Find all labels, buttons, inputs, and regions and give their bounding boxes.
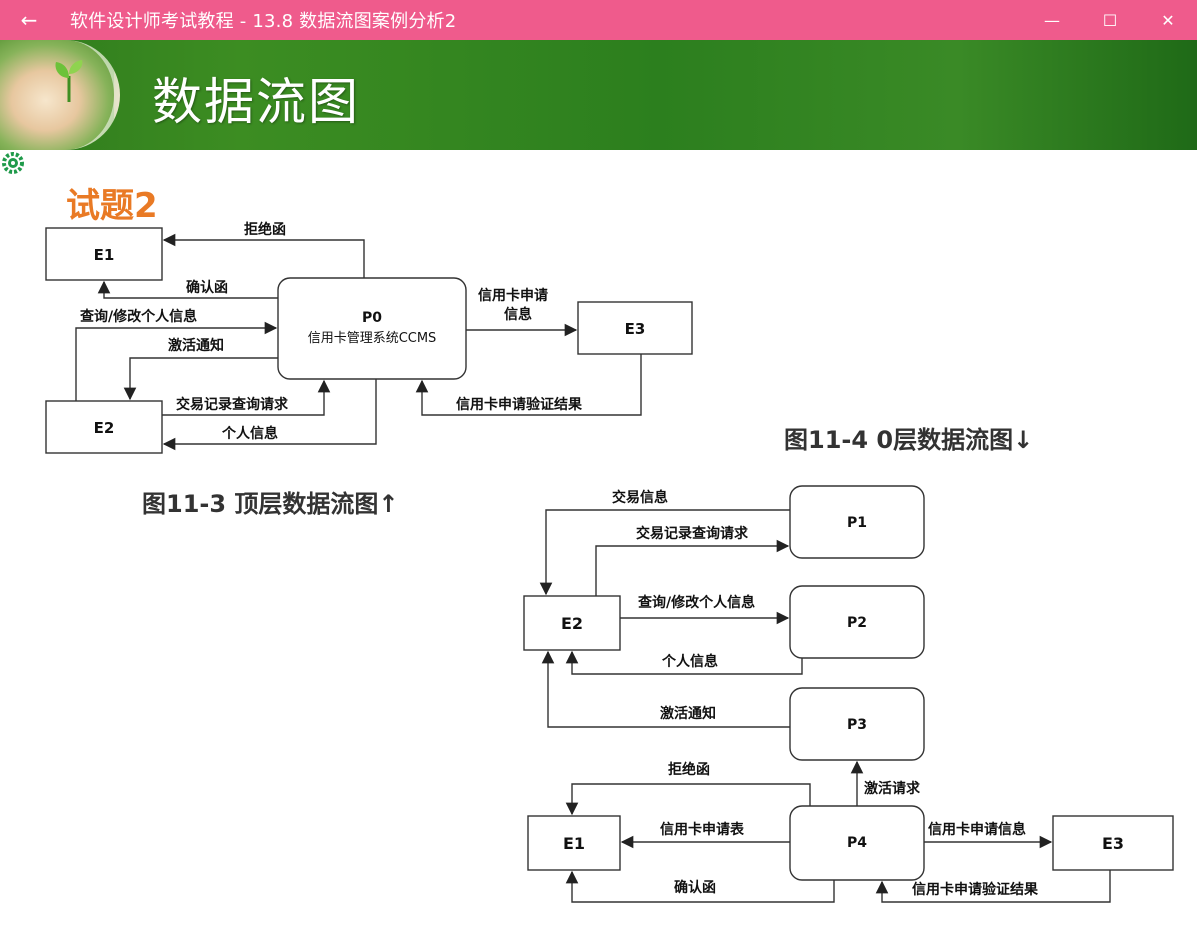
svg-text:E1: E1 bbox=[563, 834, 585, 853]
fig2-label-txn-query: 交易记录查询请求 bbox=[636, 525, 749, 542]
figure2-caption: 图11-4 0层数据流图↓ bbox=[784, 426, 1034, 454]
fig1-label-activate: 激活通知 bbox=[168, 337, 224, 354]
fig2-label-activate-notice: 激活通知 bbox=[660, 705, 716, 722]
fig2-flow-confirm bbox=[565, 870, 835, 903]
fig1-entity-e1: E1 bbox=[45, 227, 163, 281]
fig1-label-query-modify: 查询/修改个人信息 bbox=[80, 308, 197, 325]
svg-text:E2: E2 bbox=[561, 614, 583, 633]
svg-text:E2: E2 bbox=[94, 419, 115, 437]
fig1-flow-personal-info bbox=[162, 379, 377, 451]
slide-content: 试题2 E1 E2 E3 P0 信用卡管 bbox=[0, 150, 1197, 937]
fig1-flow-activate bbox=[123, 357, 278, 401]
fig2-label-apply-verify: 信用卡申请验证结果 bbox=[912, 881, 1039, 898]
fig2-entity-e3: E3 bbox=[1052, 815, 1174, 871]
fig2-label-reject: 拒绝函 bbox=[668, 761, 710, 778]
fig2-flow-activate-notice bbox=[541, 650, 790, 728]
svg-text:信用卡管理系统CCMS: 信用卡管理系统CCMS bbox=[308, 331, 437, 346]
fig1-entity-e3: E3 bbox=[577, 301, 693, 355]
fig1-label-personal-info: 个人信息 bbox=[221, 425, 278, 442]
close-button[interactable]: ✕ bbox=[1161, 10, 1175, 30]
fig1-flow-reject bbox=[162, 233, 365, 278]
fig2-label-apply-form: 信用卡申请表 bbox=[660, 821, 745, 838]
fig1-entity-e2: E2 bbox=[45, 400, 163, 454]
window-title: 软件设计师考试教程 - 13.8 数据流图案例分析2 bbox=[70, 11, 457, 32]
svg-text:E3: E3 bbox=[625, 320, 646, 338]
fig2-label-personal-info: 个人信息 bbox=[661, 653, 718, 670]
back-button[interactable]: ← bbox=[20, 8, 38, 32]
fig1-label-apply-info-2: 信息 bbox=[504, 306, 532, 323]
minimize-button[interactable]: — bbox=[1044, 10, 1060, 30]
hands-sprout-image bbox=[0, 40, 120, 150]
fig2-label-txn-info: 交易信息 bbox=[612, 489, 668, 506]
question-title: 试题2 bbox=[66, 186, 158, 226]
svg-text:P2: P2 bbox=[847, 615, 867, 631]
fig2-flow-reject bbox=[565, 783, 811, 816]
fig1-flow-confirm bbox=[97, 280, 278, 299]
fig2-flow-apply-verify bbox=[875, 870, 1111, 903]
fig2-process-p4: P4 bbox=[789, 805, 925, 881]
fig1-label-txn-query: 交易记录查询请求 bbox=[176, 396, 289, 413]
fig2-label-query-modify: 查询/修改个人信息 bbox=[638, 594, 755, 611]
fig2-label-apply-info: 信用卡申请信息 bbox=[928, 821, 1026, 838]
sprout-icon bbox=[55, 60, 83, 102]
fig1-flow-txn-query bbox=[162, 379, 331, 416]
fig2-process-p2: P2 bbox=[789, 585, 925, 659]
fig2-process-p3: P3 bbox=[789, 687, 925, 761]
fig1-flow-apply-verify bbox=[415, 354, 642, 416]
fig2-flow-txn-query bbox=[595, 539, 790, 596]
dataflow-diagrams: E1 E2 E3 P0 信用卡管理系统CCMS 拒绝函 确认函 查询/修改个人信… bbox=[45, 221, 1174, 903]
fig1-label-apply-verify: 信用卡申请验证结果 bbox=[456, 396, 583, 413]
fig2-entity-e2: E2 bbox=[523, 595, 621, 651]
figure2-diagram: E2 E1 E3 P1 P2 P3 bbox=[523, 485, 1174, 903]
slide-banner: 数据流图 bbox=[0, 40, 1197, 150]
figure1-caption: 图11-3 顶层数据流图↑ bbox=[142, 490, 399, 518]
fig2-flow-personal-info bbox=[565, 650, 803, 675]
fig2-label-activate-request: 激活请求 bbox=[864, 780, 921, 797]
fig2-process-p1: P1 bbox=[789, 485, 925, 559]
svg-text:P0: P0 bbox=[362, 310, 382, 326]
slide-heading: 数据流图 bbox=[152, 73, 360, 131]
svg-text:E1: E1 bbox=[94, 246, 115, 264]
maximize-button[interactable]: ☐ bbox=[1102, 10, 1118, 30]
window-titlebar: ← 软件设计师考试教程 - 13.8 数据流图案例分析2 — ☐ ✕ bbox=[0, 0, 1197, 40]
gear-bullet-icon bbox=[2, 152, 24, 174]
fig1-flow-query-modify bbox=[75, 321, 278, 401]
fig2-flow-txn-info bbox=[539, 509, 790, 596]
window-controls: — ☐ ✕ bbox=[1023, 0, 1197, 40]
fig1-label-confirm: 确认函 bbox=[186, 279, 228, 296]
fig1-label-reject: 拒绝函 bbox=[244, 221, 286, 238]
fig1-process-p0: P0 信用卡管理系统CCMS bbox=[277, 277, 467, 380]
fig2-label-confirm: 确认函 bbox=[674, 879, 716, 896]
svg-text:P4: P4 bbox=[847, 835, 867, 851]
svg-text:E3: E3 bbox=[1102, 834, 1124, 853]
figure1-diagram: E1 E2 E3 P0 信用卡管理系统CCMS 拒绝函 确认函 查询/修改个人信… bbox=[45, 221, 693, 454]
svg-text:P3: P3 bbox=[847, 717, 867, 733]
svg-text:P1: P1 bbox=[847, 515, 867, 531]
fig2-entity-e1: E1 bbox=[527, 815, 621, 871]
fig1-label-apply-info-1: 信用卡申请 bbox=[478, 287, 548, 304]
